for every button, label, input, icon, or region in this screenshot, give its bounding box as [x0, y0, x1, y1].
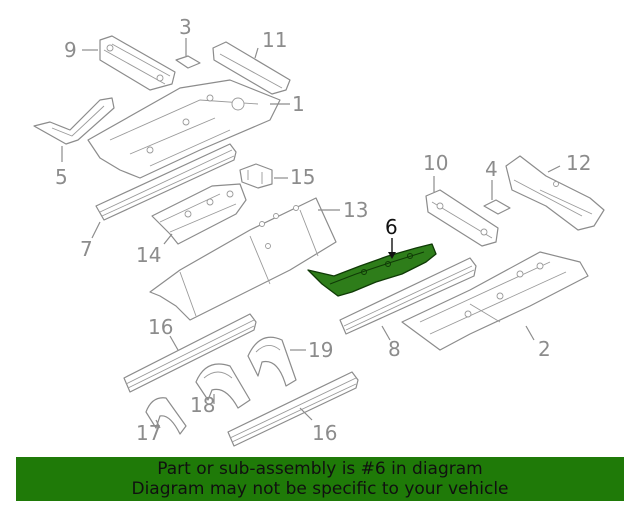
part-9-bracket[interactable] [99, 35, 176, 91]
callout-16-upper[interactable]: 16 [148, 315, 173, 339]
callout-4[interactable]: 4 [485, 157, 498, 181]
info-banner: Part or sub-assembly is #6 in diagram Di… [16, 457, 624, 501]
part-8-sill-rail[interactable] [339, 257, 477, 335]
part-14-crossmember[interactable] [151, 183, 247, 245]
parts-diagram: 9 3 11 1 5 15 7 [33, 15, 605, 447]
part-4-clip[interactable] [483, 199, 511, 215]
callout-2[interactable]: 2 [538, 337, 551, 361]
part-17-bracket[interactable] [145, 397, 187, 435]
part-10-bracket[interactable] [425, 189, 499, 247]
callout-13[interactable]: 13 [343, 198, 368, 222]
part-16-rail-upper[interactable] [123, 313, 257, 393]
part-2-floor-pan[interactable] [401, 251, 589, 351]
part-13-tunnel-panel[interactable] [149, 197, 337, 321]
callout-7[interactable]: 7 [80, 237, 93, 261]
callout-6[interactable]: 6 [385, 215, 398, 239]
callout-3[interactable]: 3 [179, 15, 192, 39]
part-12-rail[interactable] [505, 155, 605, 231]
callout-1[interactable]: 1 [292, 92, 305, 116]
part-3-clip[interactable] [175, 55, 201, 69]
callout-15[interactable]: 15 [290, 165, 315, 189]
part-16-rail-lower[interactable] [227, 371, 359, 447]
part-15-clip[interactable] [239, 163, 273, 189]
callout-14[interactable]: 14 [136, 243, 161, 267]
part-7-sill-rail[interactable] [95, 143, 237, 221]
callout-17[interactable]: 17 [136, 421, 161, 445]
part-5-bracket[interactable] [33, 97, 115, 145]
banner-line-2: Diagram may not be specific to your vehi… [131, 479, 509, 499]
callout-18[interactable]: 18 [190, 393, 215, 417]
callout-9[interactable]: 9 [64, 38, 77, 62]
callout-12[interactable]: 12 [566, 151, 591, 175]
callout-10[interactable]: 10 [423, 151, 448, 175]
callout-19[interactable]: 19 [308, 338, 333, 362]
part-11-rail[interactable] [212, 41, 291, 95]
callout-8[interactable]: 8 [388, 337, 401, 361]
part-1-floor-pan[interactable] [87, 79, 281, 179]
part-6-bracket-highlighted[interactable] [307, 243, 437, 297]
part-18-bracket[interactable] [195, 363, 251, 409]
callout-16-lower[interactable]: 16 [312, 421, 337, 445]
part-19-bracket[interactable] [247, 336, 297, 387]
callout-5[interactable]: 5 [55, 165, 68, 189]
callout-11[interactable]: 11 [262, 28, 287, 52]
banner-line-1: Part or sub-assembly is #6 in diagram [157, 459, 483, 479]
